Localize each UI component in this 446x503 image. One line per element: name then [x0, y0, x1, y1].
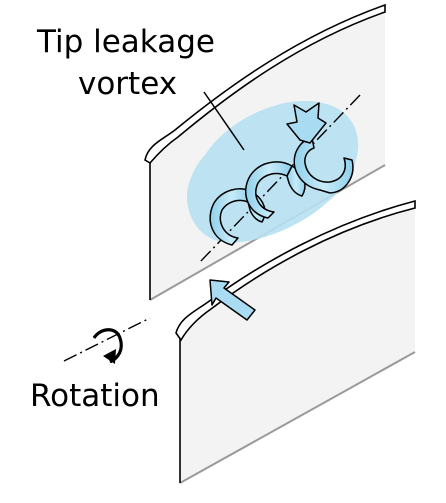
- rotation-arrow-icon: [92, 328, 123, 364]
- lower-blade-tip-edge: [175, 199, 416, 342]
- rotation-label: Rotation: [30, 378, 160, 414]
- tip-leakage-label-line1: Tip leakage: [36, 24, 215, 60]
- lower-blade: [175, 199, 416, 484]
- upper-blade-tip-edge: [144, 3, 386, 165]
- rotation-axis: [63, 317, 151, 362]
- tip-leakage-vortex-spiral: [209, 102, 354, 246]
- lower-blade-bottom-shadow: [179, 351, 416, 484]
- spiral-loop-5: [293, 137, 354, 194]
- label-leader-line: [203, 91, 245, 151]
- leakage-flow-arrow-icon: [209, 279, 256, 321]
- vortex-arrow-head-icon: [286, 102, 327, 144]
- lower-blade-face: [180, 205, 415, 483]
- tip-leakage-label-line2: vortex: [78, 66, 177, 102]
